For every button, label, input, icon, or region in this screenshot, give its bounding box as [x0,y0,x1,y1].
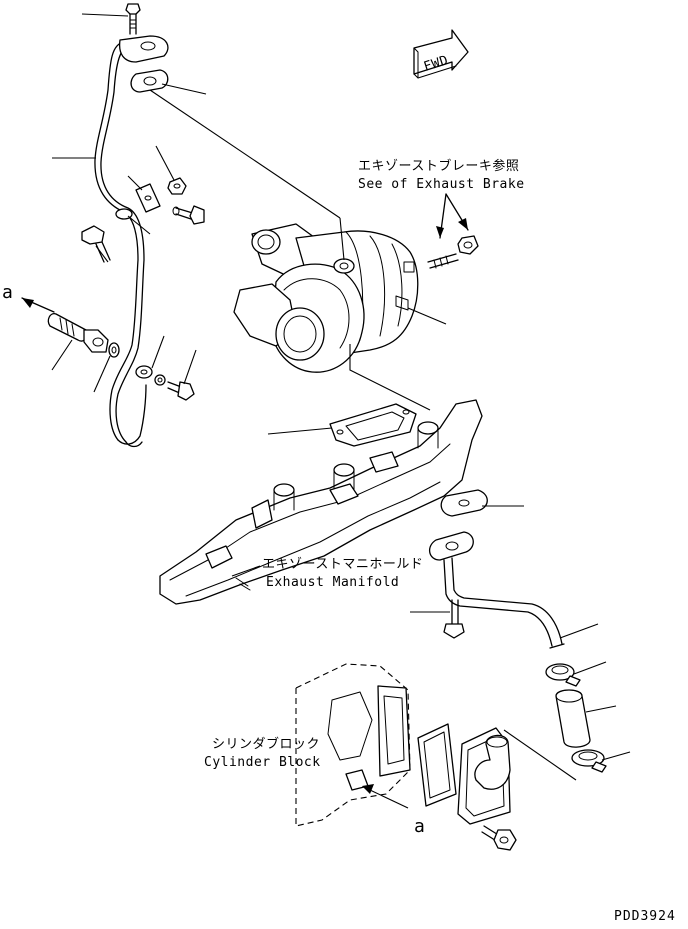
pipe-clamp [115,208,151,235]
marker-a-bottom: a [362,784,425,837]
return-elbow [457,727,511,825]
bracket-bolt [81,225,111,263]
marker-a-bottom-label: a [414,816,425,837]
exhaust-manifold-en: Exhaust Manifold [266,575,399,590]
block-gasket [417,723,457,807]
pipe-gasket [440,489,524,517]
exhaust-brake-nut [457,235,479,255]
fwd-label: FWD [422,53,450,75]
eye-washer [154,374,166,386]
exhaust-manifold [159,399,483,605]
elbow-bolt [481,825,517,851]
exhaust-brake-jp: エキゾーストブレーキ参照 [358,158,519,174]
exhaust-brake-en: See of Exhaust Brake [358,177,525,192]
exhaust-brake-stud [427,253,459,269]
oil-feed-pipe [94,41,147,448]
exhaust-manifold-jp: エキゾーストマニホールド [262,557,423,572]
fwd-arrow-icon: FWD [413,29,469,79]
top-bolt [81,3,141,35]
hose-clamp-lower [571,749,631,773]
pipe-flange [118,35,169,63]
hose-clamp-upper [545,661,607,687]
marker-a-left-label: a [2,282,13,303]
turbocharger [233,223,447,373]
return-pipe-bolt [410,599,465,639]
cylinder-block-en: Cylinder Block [204,755,321,770]
marker-a-left: a [2,282,55,313]
turbo-gasket [267,403,417,447]
clip-bolt [172,205,205,225]
pipe-clip [127,175,161,213]
clip-nut [155,145,187,195]
banjo-washer [93,342,120,393]
pipe-eye-fitting [135,335,165,379]
banjo-bolt [47,313,109,371]
oil-return-pipe [429,531,599,649]
flange-gasket [130,69,207,95]
hose [555,689,617,748]
eye-bolt [167,349,197,401]
cylinder-block-jp: シリンダブロック [212,736,320,752]
cylinder-block [295,663,411,827]
drawing-code: PDD3924 [614,909,676,924]
